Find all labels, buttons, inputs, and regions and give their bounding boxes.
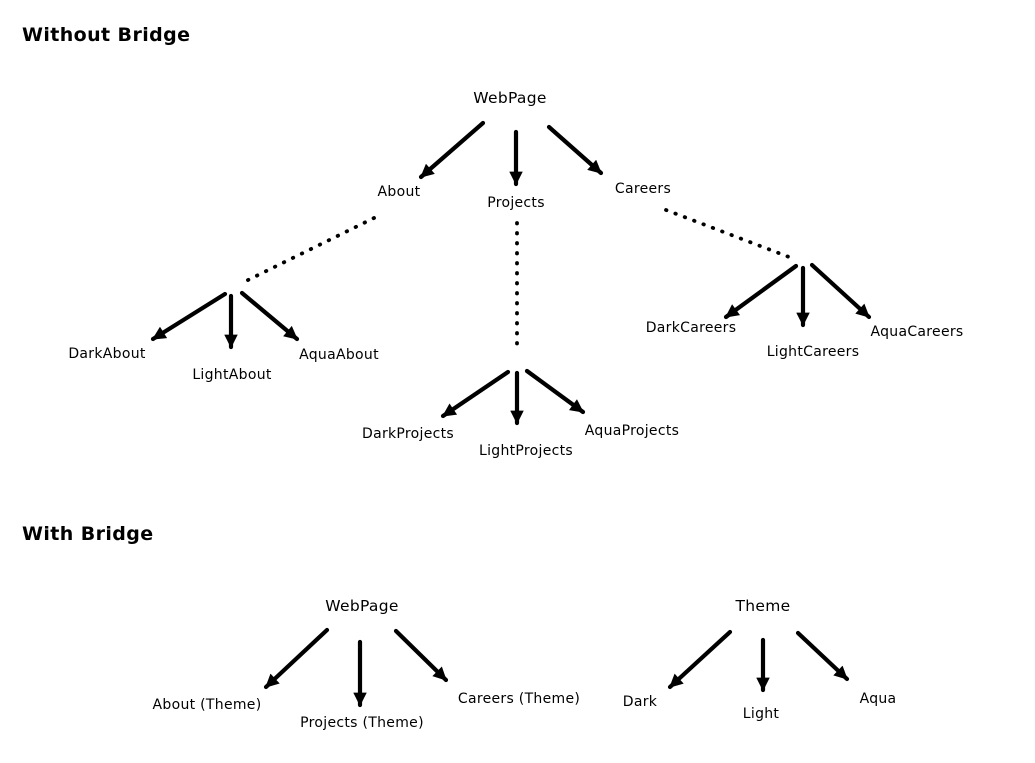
edge-webpage-careers — [546, 124, 604, 176]
node-aquacareers: AquaCareers — [870, 324, 964, 340]
dotted-edge-about-variants — [244, 216, 376, 283]
edge-careers-group-aquacareers — [809, 262, 872, 320]
edge-theme-aqua — [795, 630, 850, 682]
node-careers-theme: Careers (Theme) — [457, 691, 581, 707]
node-webpage: WebPage — [473, 89, 547, 107]
node-projects-theme: Projects (Theme) — [300, 715, 424, 731]
edge-projects-group-aquaprojects — [524, 368, 586, 415]
node-light: Light — [742, 706, 780, 722]
node-lightabout: LightAbout — [192, 367, 272, 383]
node-darkabout: DarkAbout — [68, 346, 146, 362]
node-projects: Projects — [487, 195, 545, 211]
edge-webpage-about — [418, 120, 486, 180]
section-title-with-bridge: With Bridge — [22, 523, 154, 545]
edge-projects-group-darkprojects — [440, 369, 511, 419]
node-dark: Dark — [622, 694, 658, 710]
node-darkcareers: DarkCareers — [645, 320, 737, 336]
node-lightprojects: LightProjects — [478, 443, 574, 459]
edge-theme-dark — [667, 629, 733, 690]
edge-about-group-aquaabout — [239, 290, 300, 342]
dotted-edge-careers-variants — [664, 208, 791, 259]
edge-bridge-webpage-about-theme — [263, 627, 330, 690]
node-bridge-webpage: WebPage — [325, 597, 399, 615]
node-about: About — [377, 184, 421, 200]
node-about-theme: About (Theme) — [152, 697, 262, 713]
node-aqua: Aqua — [859, 691, 897, 707]
node-lightcareers: LightCareers — [766, 344, 860, 360]
node-aquaprojects: AquaProjects — [584, 423, 680, 439]
node-darkprojects: DarkProjects — [361, 426, 455, 442]
edge-careers-group-darkcareers — [723, 263, 799, 320]
node-careers: Careers — [614, 181, 672, 197]
node-aquaabout: AquaAbout — [299, 347, 379, 363]
section-title-without-bridge: Without Bridge — [22, 24, 191, 46]
edge-bridge-webpage-careers-theme — [393, 628, 449, 683]
edge-about-group-darkabout — [150, 291, 228, 342]
node-theme: Theme — [735, 597, 791, 615]
